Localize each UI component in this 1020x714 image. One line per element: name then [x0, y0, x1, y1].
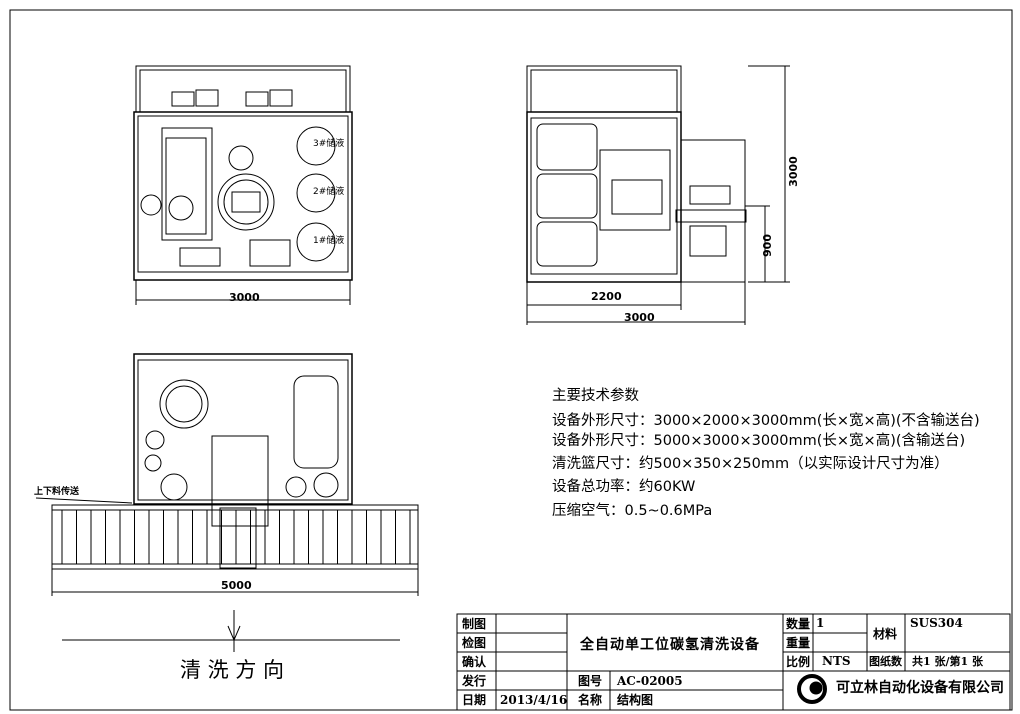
issue-label: 发行 — [462, 674, 487, 688]
name-value: 结构图 — [617, 693, 654, 707]
drawn-label: 制图 — [462, 617, 487, 631]
company-logo-icon — [797, 674, 827, 704]
name-label: 名称 — [578, 693, 603, 707]
date-value: 2013/4/16 — [500, 693, 568, 707]
tank-label: 3#储液 — [313, 139, 345, 149]
side-outer-dimension: 3000 — [624, 311, 655, 324]
date-label: 日期 — [462, 693, 487, 707]
conveyor-height-dimension: 900 — [760, 234, 774, 257]
tank-label: 1#储液 — [313, 236, 345, 246]
side-inner-dimension: 2200 — [591, 290, 622, 303]
sheets-label: 图纸数 — [869, 655, 902, 668]
length-dimension: 5000 — [221, 579, 252, 592]
weight-label: 重量 — [786, 636, 811, 650]
scale-label: 比例 — [786, 655, 811, 669]
tank-2 — [296, 173, 336, 213]
sheets-value: 共1 张/第1 张 — [912, 655, 983, 668]
top-view — [35, 353, 419, 596]
material-label: 材料 — [873, 627, 898, 641]
spec-line: 设备外形尺寸：5000×3000×3000mm(长×宽×高)(含输送台) — [552, 433, 966, 449]
cleaning-direction-label: 清 洗 方 向 — [180, 658, 285, 682]
conveyor-label: 上下料传送 — [34, 487, 80, 497]
confirm-label: 确认 — [462, 655, 487, 669]
drawing-no-label: 图号 — [578, 674, 603, 688]
tank-label: 2#储液 — [313, 187, 345, 197]
specs-heading: 主要技术参数 — [552, 388, 639, 404]
side-view — [526, 65, 790, 325]
conveyor-rollers — [61, 510, 411, 564]
qty-label: 数量 — [786, 617, 811, 631]
material-value: SUS304 — [910, 616, 963, 630]
company-name: 可立林自动化设备有限公司 — [836, 680, 1004, 696]
checked-label: 检图 — [462, 636, 487, 650]
front-width-dimension: 3000 — [229, 291, 260, 304]
spec-line: 压缩空气：0.5~0.6MPa — [552, 503, 713, 519]
spec-line: 设备总功率：约60KW — [552, 479, 696, 495]
spec-line: 设备外形尺寸：3000×2000×3000mm(长×宽×高)(不含输送台) — [552, 413, 980, 429]
qty-value: 1 — [816, 616, 825, 630]
side-height-dimension: 3000 — [786, 156, 800, 187]
front-view — [133, 65, 353, 305]
tank-3 — [296, 126, 336, 166]
tank-1 — [296, 222, 336, 262]
cleaning-direction-arrow — [62, 610, 400, 652]
spec-line: 清洗篮尺寸：约500×350×250mm（以实际设计尺寸为准） — [552, 456, 949, 472]
drawing-no-value: AC-02005 — [617, 674, 683, 688]
scale-value: NTS — [822, 654, 851, 668]
drawing-title: 全自动单工位碳氢清洗设备 — [580, 637, 760, 653]
title-block-grid — [456, 613, 1011, 711]
